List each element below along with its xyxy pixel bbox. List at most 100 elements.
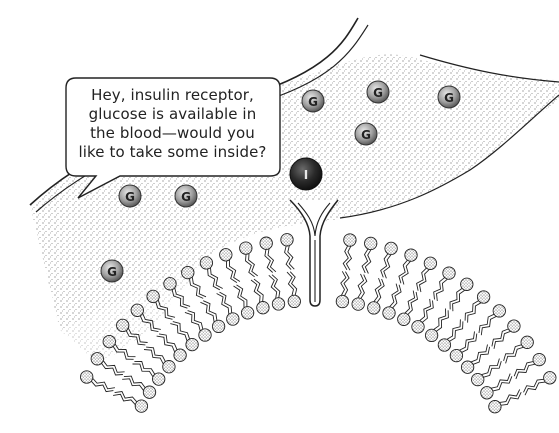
lipid-tail [191,277,207,298]
speech-line-1: Hey, insulin receptor, [91,86,254,104]
speech-bubble-text: Hey, insulin receptor, glucose is availa… [70,86,275,162]
lipid-tail [203,300,218,321]
insulin-label: I [304,168,308,182]
lipid-tail [268,274,278,299]
phospholipid-head-inner [162,360,176,374]
lipid-tail [449,321,464,342]
lipid-tail [264,249,274,273]
phospholipid-head-inner [152,372,166,386]
phospholipid-head-outer [239,241,253,255]
lipid-tail [248,253,258,277]
lipid-tail [513,361,534,377]
phospholipid-bilayer [80,233,557,414]
lipid-tail [523,378,544,393]
phospholipid-head-outer [90,352,104,366]
lipid-tail [401,261,411,285]
lipid-tail [267,248,277,273]
insulin-receptor-icon [289,199,339,307]
phospholipid-head-inner [185,337,199,352]
glucose-label: G [107,265,117,279]
lipid-tail [286,271,294,296]
lipid-tail [132,363,154,377]
lipid-tail [170,323,188,341]
lipid-tail [459,331,475,351]
glucose-label: G [444,91,454,105]
glucose-label: G [125,190,135,204]
lipid-tail [449,288,463,310]
lipid-tail [143,349,164,365]
lipid-tail [184,311,201,331]
lipid-tail [492,376,513,392]
lipid-tail [464,300,479,321]
phospholipid-head-outer [476,290,491,304]
phospholipid-head-outer [181,265,195,280]
lipid-tail [398,260,408,284]
phospholipid-head-inner [256,301,270,315]
phospholipid-head-outer [507,319,521,333]
vessel-wall-right-2 [339,94,559,219]
lipid-tail [139,315,159,333]
lipid-tail [515,363,535,380]
lipid-tail [364,249,372,274]
phospholipid-head-outer [532,352,546,367]
glucose-molecule-icon: G [301,89,325,113]
speech-bubble [65,77,281,199]
phospholipid-head-inner [198,328,212,342]
phospholipid-head-outer [384,241,398,256]
glucose-label: G [308,95,318,109]
lipid-tail [114,343,136,358]
lipid-tail [103,360,125,373]
lipid-tail [407,291,419,315]
speech-line-3: the blood—would you [90,124,255,142]
phospholipid-head-outer [364,236,378,251]
lipid-tail [92,378,115,390]
lipid-tail [404,290,416,314]
lipid-tail [122,378,144,391]
phospholipid-head-outer [492,304,506,318]
phospholipid-head-outer [460,277,474,291]
lipid-tail [171,289,188,309]
phospholipid-head-outer [116,318,130,333]
lipid-tail [480,316,497,336]
lipid-tail [418,269,430,293]
lipid-tail [343,271,350,296]
lipid-tail [342,245,349,271]
phospholipid-head-inner [173,348,187,362]
phospholipid-head-inner [226,312,240,326]
lipid-tail [436,278,448,302]
lipid-tail [189,278,204,299]
lipid-tail [200,301,215,322]
lipid-tail [493,330,511,349]
phospholipid-head-inner [460,360,475,374]
lipid-tail [187,310,204,330]
glucose-molecule-icon: G [437,85,461,109]
phospholipid-head-inner [488,400,502,414]
phospholipid-head-inner [240,306,255,320]
lipid-tail [287,245,295,270]
phospholipid-head-outer [520,335,534,349]
phospholipid-head-inner [437,338,452,352]
lipid-tail [123,375,146,388]
lipid-tail [134,360,156,375]
phospholipid-head-inner [134,399,149,413]
lipid-tail [524,381,546,396]
lipid-tail [340,271,347,296]
phospholipid-head-inner [411,320,425,334]
lipid-tail [491,373,511,389]
lipid-tail [271,274,281,298]
phospholipid-head-outer [404,248,418,262]
lipid-tail [467,302,482,323]
phospholipid-head-inner [382,306,396,320]
glucose-molecule-icon: G [118,184,142,208]
phospholipid-head-inner [287,294,301,309]
phospholipid-head-inner [271,297,286,311]
lipid-tail [157,300,176,318]
lipid-tail [380,253,389,278]
glucose-label: G [181,190,191,204]
lipid-tail [91,381,114,393]
phospholipid-head-outer [259,236,273,250]
phospholipid-head-inner [351,297,365,311]
lipid-tail [114,391,138,403]
lipid-tail [210,267,223,289]
